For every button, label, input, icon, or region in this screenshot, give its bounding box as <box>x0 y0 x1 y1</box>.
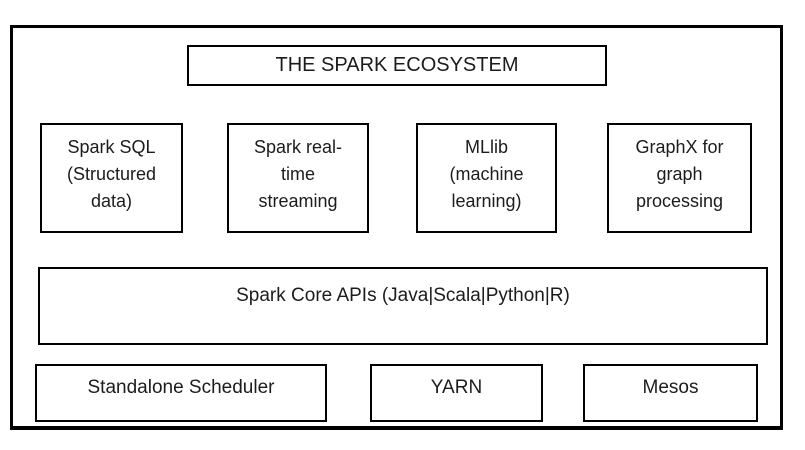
component-label-mllib: MLlib (machine learning) <box>449 137 524 211</box>
component-label-mesos: Mesos <box>642 377 699 398</box>
component-box-mesos: Mesos <box>583 364 758 422</box>
component-box-spark-streaming: Spark real- time streaming <box>227 123 369 233</box>
component-label-spark-core-apis: Spark Core APIs (Java|Scala|Python|R) <box>236 285 570 306</box>
title-box: THE SPARK ECOSYSTEM <box>187 45 607 86</box>
component-label-yarn: YARN <box>430 377 483 398</box>
component-label-spark-streaming: Spark real- time streaming <box>253 137 343 211</box>
component-box-yarn: YARN <box>370 364 543 422</box>
component-box-graphx: GraphX for graph processing <box>607 123 752 233</box>
component-label-graphx: GraphX for graph processing <box>635 137 724 211</box>
component-label-standalone-scheduler: Standalone Scheduler <box>87 377 275 398</box>
component-box-spark-core-apis: Spark Core APIs (Java|Scala|Python|R) <box>38 267 768 345</box>
component-box-spark-sql: Spark SQL (Structured data) <box>40 123 183 233</box>
component-box-standalone-scheduler: Standalone Scheduler <box>35 364 327 422</box>
component-label-spark-sql: Spark SQL (Structured data) <box>66 137 157 211</box>
diagram-title: THE SPARK ECOSYSTEM <box>275 54 519 76</box>
component-box-mllib: MLlib (machine learning) <box>416 123 557 233</box>
